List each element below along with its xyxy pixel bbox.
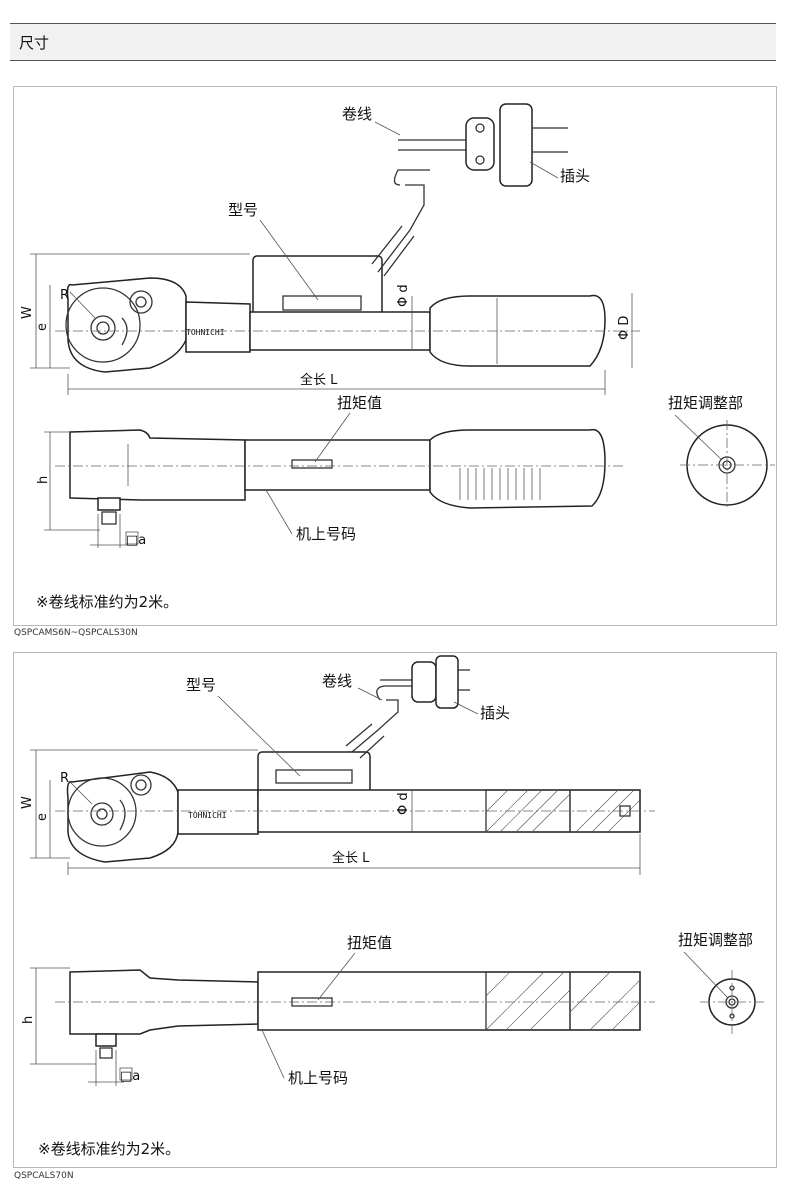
adjust-label: 扭矩调整部 [668,394,743,412]
torque-value-label: 扭矩值 [337,394,382,412]
torque-window [291,459,333,469]
cord-note: ※卷线标准约为2米。 [36,593,178,611]
diagram-panel-2 [13,652,777,1168]
serial-label-2: 机上号码 [288,1069,348,1087]
cord-label-2: 卷线 [322,672,352,690]
grip-ribs [459,468,541,500]
dim-d: Φ d [396,284,411,307]
model-window-2 [275,769,353,784]
model-label: 型号 [228,201,258,219]
plug-label: 插头 [560,167,590,185]
dim-h: h [36,476,51,484]
dim-R: R [60,288,69,303]
wrench-head-top [65,277,187,373]
wrench-grip-top [429,294,606,367]
dim-e-2: e [35,813,50,821]
square-drive-2 [95,1033,117,1047]
wrench-neck-top [185,301,251,353]
wrench-diagram-1: TOHNICHI 卷线 插头 型号 R W e Φ d Φ D 全长 L [20,103,775,611]
dim-L: 全长 L [300,372,338,388]
wrench-neck-top-2 [177,789,259,835]
model-label-2: 型号 [186,676,216,694]
cord-label: 卷线 [342,105,372,123]
dim-a-2: □a [120,1069,140,1084]
torque-value-label-2: 扭矩值 [347,934,392,952]
cord-note-2: ※卷线标准约为2米。 [38,1140,180,1158]
section-header: 尺寸 [10,23,776,61]
dim-e: e [35,323,50,331]
plug-icon [465,103,568,187]
wrench-shaft-side-2 [257,971,641,1031]
dim-a: □a [126,533,146,548]
diagram-caption-1: QSPCAMS6N~QSPCALS30N [14,628,138,638]
adjust-label-2: 扭矩调整部 [678,931,753,949]
wrench-grip-side [429,428,606,509]
dim-W: W [20,306,35,319]
dim-D: Φ D [617,316,632,340]
wrench-head-side [69,429,246,501]
dim-d-2: Φ d [396,792,411,815]
brand-logo-2: TOHNICHI [188,811,227,820]
diagram-caption-2: QSPCALS70N [14,1171,74,1181]
dim-h-2: h [21,1016,36,1024]
wrench-head-top-2 [66,771,179,863]
dim-L-2: 全长 L [332,850,370,866]
square-drive [97,497,121,511]
serial-label: 机上号码 [296,525,356,543]
brand-logo: TOHNICHI [186,328,225,337]
power-cord-2 [351,699,399,753]
model-window [282,295,362,311]
power-cord [377,184,425,273]
section-title: 尺寸 [19,34,50,52]
plug-label-2: 插头 [480,704,510,722]
plug-icon-2 [411,655,470,709]
dim-R-2: R [60,771,69,786]
dim-W-2: W [20,796,35,809]
